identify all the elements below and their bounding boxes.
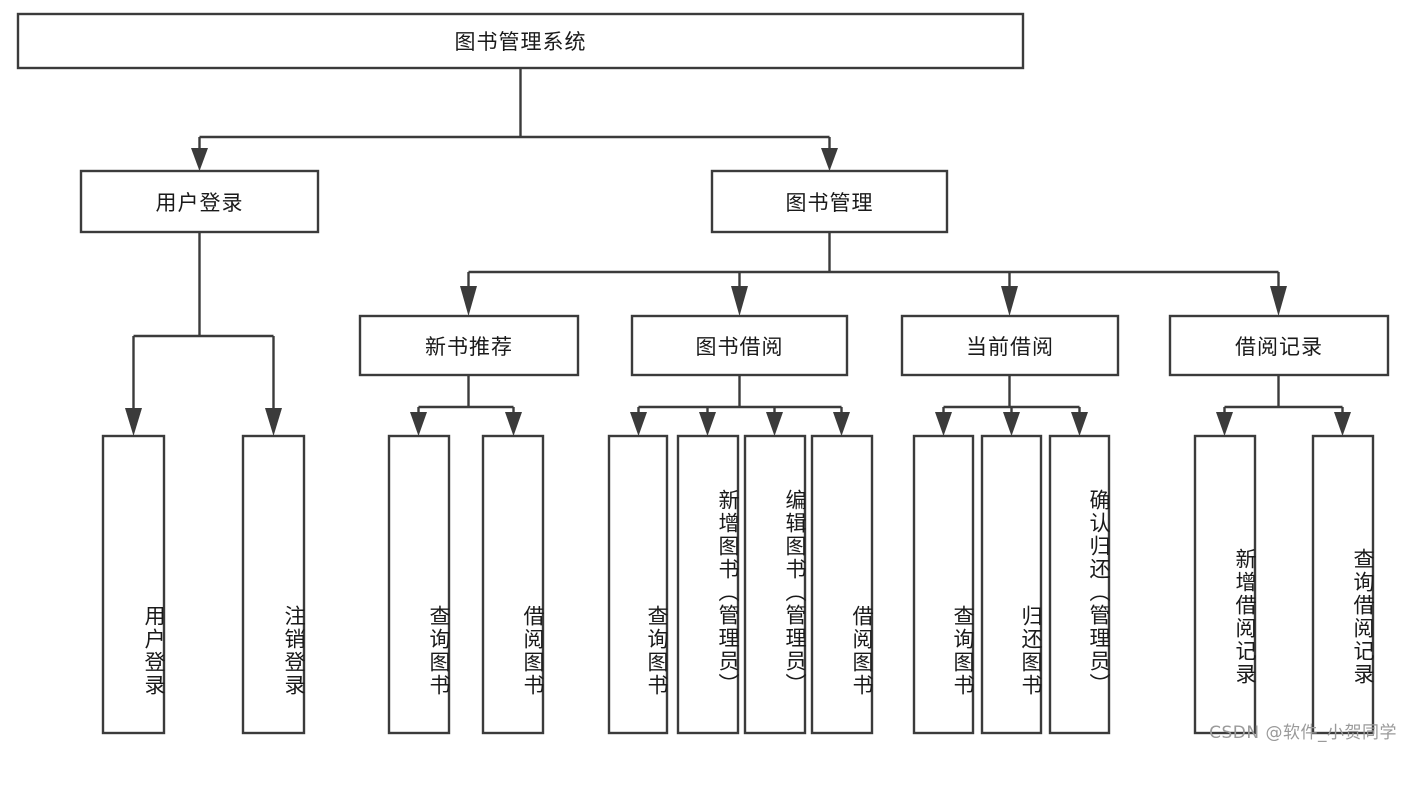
arrow-root-to-user-login: [191, 148, 208, 171]
arrow-bm-to-borrow-record: [1270, 286, 1287, 316]
edges-layer: [125, 68, 1351, 436]
node-box-borrow-record[interactable]: [1168, 314, 1390, 377]
arrow-ul-to-leaf-user-logout: [265, 408, 282, 436]
arrow-bb-to-leaf-query-book: [630, 412, 647, 436]
node-box-leaf-borrow-book-2[interactable]: [810, 434, 874, 735]
node-box-new-book-recommend[interactable]: [358, 314, 580, 377]
node-box-leaf-query-book-2[interactable]: [607, 434, 669, 735]
node-box-leaf-add-borrow-record[interactable]: [1193, 434, 1257, 735]
arrow-cb-to-leaf-query-book: [935, 412, 952, 436]
arrow-bb-to-leaf-borrow-book: [833, 412, 850, 436]
node-box-leaf-return-book[interactable]: [980, 434, 1043, 735]
arrow-bb-to-leaf-edit-book: [766, 412, 783, 436]
node-box-book-borrow[interactable]: [630, 314, 849, 377]
node-box-leaf-borrow-book-1[interactable]: [481, 434, 545, 735]
node-box-leaf-query-borrow-record[interactable]: [1311, 434, 1375, 735]
node-box-book-management[interactable]: [710, 169, 949, 234]
arrow-ul-to-leaf-user-login: [125, 408, 142, 436]
arrow-bm-to-book-borrow: [731, 286, 748, 316]
node-box-leaf-edit-book[interactable]: [743, 434, 807, 735]
tree-diagram-svg: [16, 12, 1390, 735]
node-box-leaf-add-book[interactable]: [676, 434, 740, 735]
node-box-leaf-query-book-1[interactable]: [387, 434, 451, 735]
node-box-current-borrow[interactable]: [900, 314, 1120, 377]
arrow-br-to-leaf-query-borrow-record: [1334, 412, 1351, 436]
arrow-nbr-to-leaf-borrow-book: [505, 412, 522, 436]
node-box-root[interactable]: [16, 12, 1025, 70]
nodes-layer: [16, 12, 1390, 735]
node-box-leaf-user-login[interactable]: [101, 434, 166, 735]
node-box-leaf-confirm-return[interactable]: [1048, 434, 1111, 735]
arrow-bm-to-new-book-recommend: [460, 286, 477, 316]
arrow-nbr-to-leaf-query-book: [410, 412, 427, 436]
node-box-leaf-query-book-3[interactable]: [912, 434, 975, 735]
arrow-br-to-leaf-add-borrow-record: [1216, 412, 1233, 436]
arrow-bb-to-leaf-add-book: [699, 412, 716, 436]
arrow-bm-to-current-borrow: [1001, 286, 1018, 316]
arrow-root-to-book-management: [821, 148, 838, 171]
arrow-cb-to-leaf-confirm-return: [1071, 412, 1088, 436]
arrow-cb-to-leaf-return-book: [1003, 412, 1020, 436]
node-box-leaf-user-logout[interactable]: [241, 434, 306, 735]
node-box-user-login[interactable]: [79, 169, 320, 234]
diagram-canvas: 图书管理系统 用户登录 图书管理 新书推荐 图书借阅 当前借阅 借阅记录 用户登…: [16, 12, 1397, 743]
